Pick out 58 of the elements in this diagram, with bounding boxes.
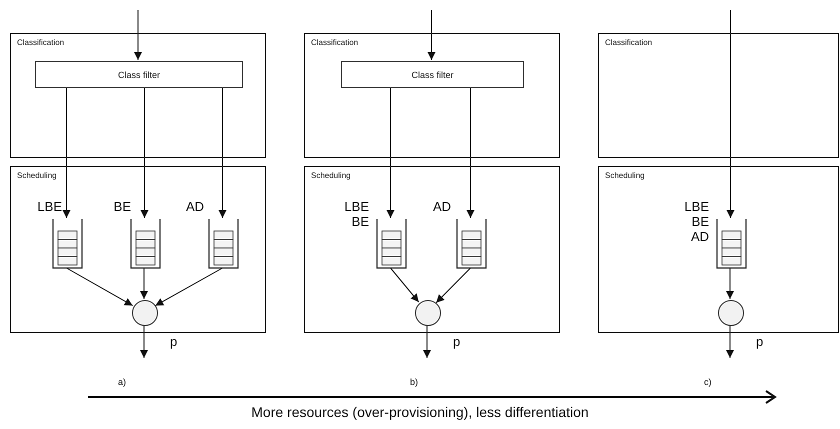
stage-panel: [10, 33, 266, 158]
arrow: [218, 86, 226, 218]
queue: [52, 219, 83, 269]
panel-heading: Scheduling: [311, 171, 351, 180]
queue-label: AD: [186, 199, 204, 214]
stage-panel: [10, 166, 266, 333]
arrow: [726, 268, 734, 300]
server-circle: [415, 300, 441, 326]
queue-label: AD: [690, 229, 709, 244]
arrow: [466, 86, 474, 218]
arrow: [154, 268, 223, 306]
filter-label: Class filter: [411, 70, 454, 80]
filter-box: [341, 61, 524, 88]
panel-heading: Scheduling: [17, 171, 57, 180]
stage-panel: [598, 166, 839, 333]
stage-panel: [304, 33, 560, 158]
queue-label: BE: [692, 214, 709, 229]
arrow: [66, 268, 134, 306]
caption-text: More resources (over-provisioning), less differentiation: [250, 404, 590, 420]
arrow: [140, 268, 148, 300]
arrow: [423, 324, 431, 358]
queue: [130, 219, 161, 269]
arrow: [390, 268, 420, 302]
arrow: [140, 324, 148, 358]
edge-label: p: [170, 334, 178, 349]
panel-heading: Classification: [605, 38, 652, 47]
arrow: [386, 86, 394, 218]
queue-label: AD: [432, 199, 451, 214]
server-circle: [132, 300, 158, 326]
queue: [208, 219, 239, 269]
panel-label: b): [410, 377, 420, 387]
queue-label: BE: [114, 199, 131, 214]
arrow: [140, 86, 148, 218]
edge-label: p: [756, 334, 764, 349]
queue-label: LBE: [37, 199, 62, 214]
filter-box: [35, 61, 243, 88]
arrow: [134, 10, 142, 60]
arrow: [436, 268, 471, 304]
edge-label: p: [453, 334, 460, 349]
panel-heading: Scheduling: [605, 171, 645, 180]
filter-label: Class filter: [118, 70, 160, 80]
queue-label: BE: [352, 214, 369, 229]
panel-label: a): [118, 377, 128, 387]
stage-panel: [598, 33, 839, 158]
queue: [716, 219, 747, 269]
server-circle: [718, 300, 744, 326]
queue: [456, 219, 487, 269]
queue: [376, 219, 407, 269]
arrow: [62, 86, 70, 218]
queue-label: LBE: [344, 199, 369, 214]
arrow: [726, 324, 734, 358]
queue-label: LBE: [684, 199, 709, 214]
arrow: [428, 10, 436, 60]
panel-label: c): [704, 377, 712, 387]
panel-heading: Classification: [17, 38, 64, 47]
panel-heading: Classification: [311, 38, 358, 47]
stage-panel: [304, 166, 560, 333]
arrow: [726, 10, 734, 218]
